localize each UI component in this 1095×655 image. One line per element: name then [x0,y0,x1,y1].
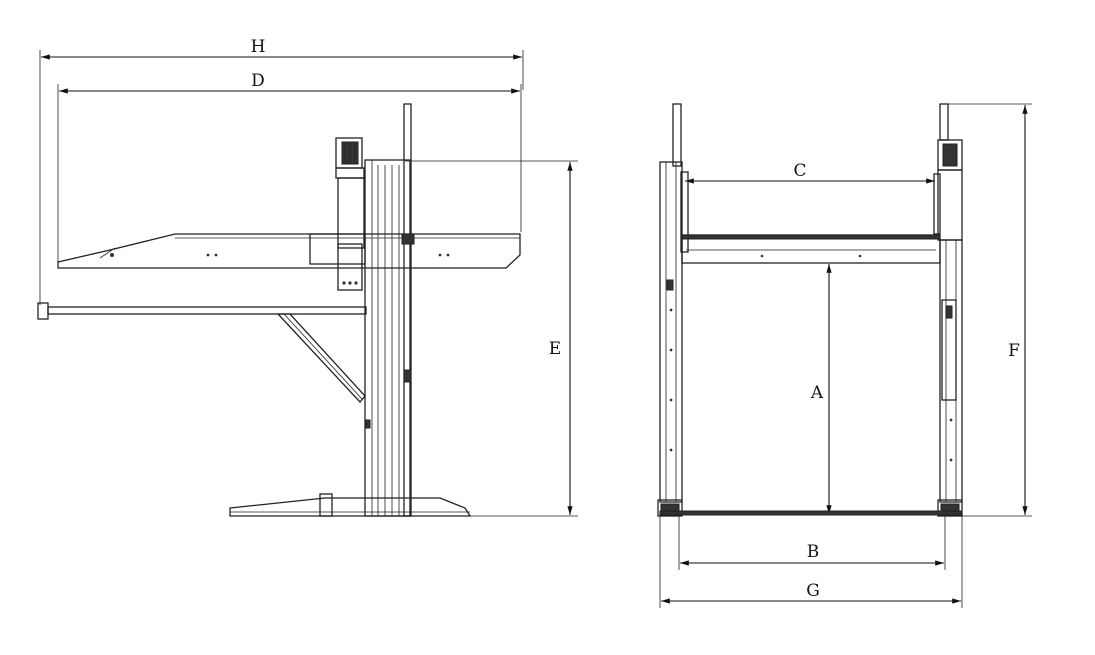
side-motor-unit [335,137,365,249]
label-h: H [251,37,266,57]
dimension-a: A [810,264,832,514]
dimension-g: G [659,516,963,608]
front-platform-beam [681,234,941,264]
front-right-column [933,103,963,517]
label-a: A [810,383,824,403]
side-base-plate [229,493,472,517]
dimension-c: C [685,161,935,184]
label-g: G [806,581,820,601]
label-e: E [549,339,561,359]
label-c: C [793,161,806,181]
label-b: B [807,542,820,562]
dimension-f: F [948,103,1032,517]
side-lower-arm [37,302,367,403]
dimension-e: E [405,160,578,517]
front-floor-line [659,510,963,516]
dimension-d: D [57,71,522,262]
side-upper-platform [57,233,521,291]
label-d: D [251,71,265,91]
front-left-column [657,103,689,517]
label-f: F [1008,341,1020,361]
dimension-b: B [678,516,946,570]
side-view: H D E [37,37,578,517]
dimension-h: H [39,37,524,305]
side-main-column [364,103,412,517]
front-view: C A F B G [657,103,1032,608]
